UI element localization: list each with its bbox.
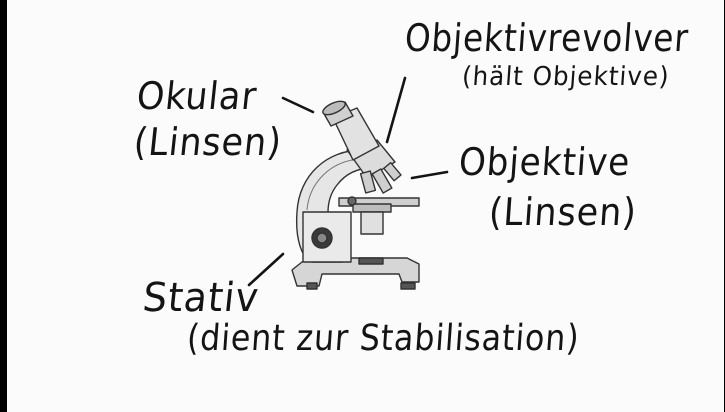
- leader-objektive: [412, 172, 447, 178]
- label-objektivrevolver-note: (hält Objektive): [461, 62, 671, 92]
- whiteboard: Okular (Linsen) Objektivrevolver (hält O…: [7, 0, 724, 412]
- microscope-illustration: [292, 99, 419, 289]
- label-objektivrevolver: Objektivrevolver: [403, 16, 690, 60]
- label-objektive-note: (Linsen): [487, 190, 638, 234]
- label-okular: Okular: [135, 74, 260, 118]
- label-stativ: Stativ: [141, 275, 262, 321]
- label-stativ-note: (dient zur Stabilisation): [186, 318, 581, 359]
- leader-okular: [283, 98, 313, 112]
- label-okular-note: (Linsen): [132, 120, 285, 164]
- leader-revolver: [387, 78, 405, 142]
- label-objektive: Objektive: [457, 140, 631, 184]
